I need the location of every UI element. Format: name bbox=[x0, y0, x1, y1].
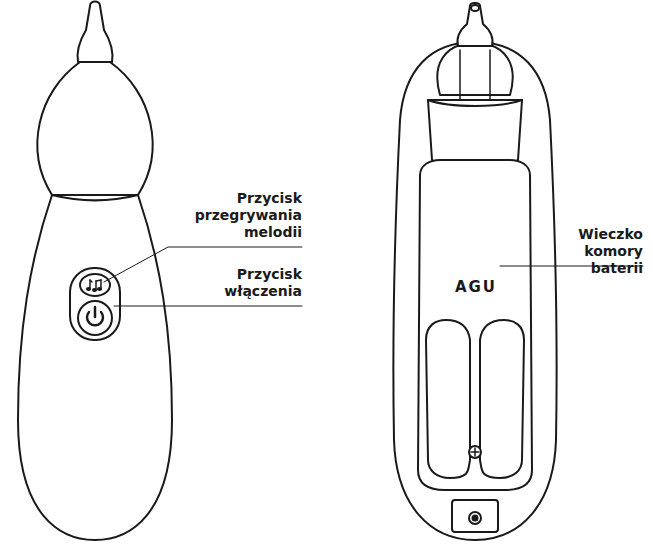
button-label: Przycisk przegrywania melodii bbox=[172, 190, 302, 241]
brand-logo: AGU bbox=[446, 278, 506, 296]
cover-label: Wieczko komory baterii bbox=[533, 226, 643, 277]
button-label: Przycisk włączenia bbox=[192, 266, 302, 300]
